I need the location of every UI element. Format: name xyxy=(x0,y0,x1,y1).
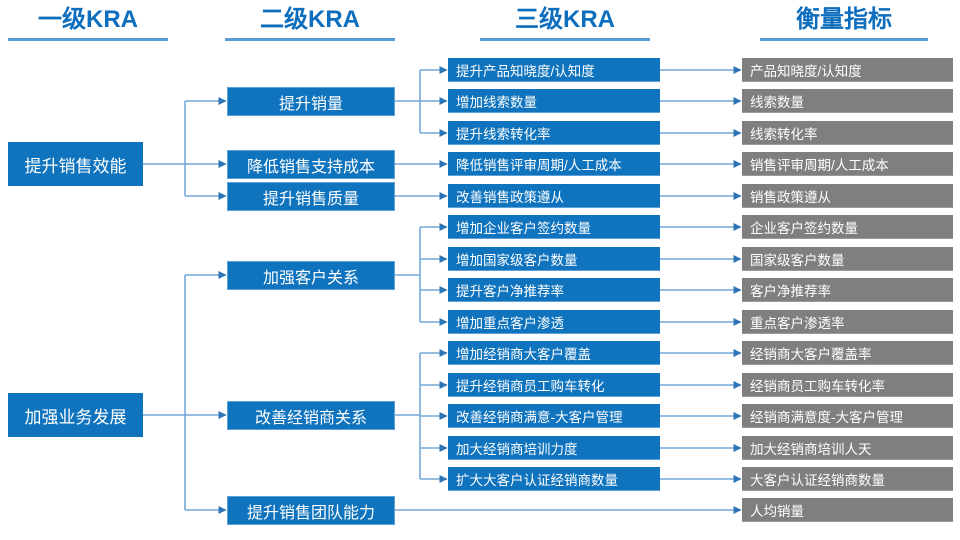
level3-kra-box: 提升经销商员工购车转化 xyxy=(448,373,660,397)
level3-kra-box: 降低销售评审周期/人工成本 xyxy=(448,152,660,176)
level1-kra-box: 提升销售效能 xyxy=(8,142,143,186)
column-header-level2-kra: 二级KRA xyxy=(225,4,395,41)
level3-kra-box: 扩大大客户认证经销商数量 xyxy=(448,467,660,491)
metric-box: 企业客户签约数量 xyxy=(742,215,953,239)
metric-box: 销售评审周期/人工成本 xyxy=(742,152,953,176)
metric-box: 国家级客户数量 xyxy=(742,247,953,271)
metric-box: 重点客户渗透率 xyxy=(742,310,953,334)
level3-kra-box: 改善经销商满意-大客户管理 xyxy=(448,404,660,428)
column-header-level1-kra: 一级KRA xyxy=(8,4,168,41)
level3-kra-box: 提升产品知晓度/认知度 xyxy=(448,58,660,82)
column-header-metrics: 衡量指标 xyxy=(760,4,928,41)
level2-kra-box: 提升销售质量 xyxy=(227,182,395,211)
level3-kra-box: 提升客户净推荐率 xyxy=(448,278,660,302)
metric-box: 加大经销商培训人天 xyxy=(742,436,953,460)
level3-kra-box: 增加企业客户签约数量 xyxy=(448,215,660,239)
level1-kra-box: 加强业务发展 xyxy=(8,393,143,437)
level2-kra-box: 提升销售团队能力 xyxy=(227,496,395,525)
metric-box: 大客户认证经销商数量 xyxy=(742,467,953,491)
column-header-level3-kra: 三级KRA xyxy=(480,4,650,41)
level3-kra-box: 改善销售政策遵从 xyxy=(448,184,660,208)
level3-kra-box: 增加经销商大客户覆盖 xyxy=(448,341,660,365)
level3-kra-box: 增加重点客户渗透 xyxy=(448,310,660,334)
metric-box: 经销商满意度-大客户管理 xyxy=(742,404,953,428)
metric-box: 产品知晓度/认知度 xyxy=(742,58,953,82)
metric-box: 销售政策遵从 xyxy=(742,184,953,208)
level3-kra-box: 提升线索转化率 xyxy=(448,121,660,145)
metric-box: 线索转化率 xyxy=(742,121,953,145)
metric-box: 经销商大客户覆盖率 xyxy=(742,341,953,365)
level3-kra-box: 增加国家级客户数量 xyxy=(448,247,660,271)
level2-kra-box: 提升销量 xyxy=(227,87,395,116)
level2-kra-box: 降低销售支持成本 xyxy=(227,150,395,179)
level2-kra-box: 改善经销商关系 xyxy=(227,401,395,430)
metric-box: 客户净推荐率 xyxy=(742,278,953,302)
level2-kra-box: 加强客户关系 xyxy=(227,261,395,290)
level3-kra-box: 加大经销商培训力度 xyxy=(448,436,660,460)
metric-box: 人均销量 xyxy=(742,498,953,522)
metric-box: 经销商员工购车转化率 xyxy=(742,373,953,397)
metric-box: 线索数量 xyxy=(742,89,953,113)
level3-kra-box: 增加线索数量 xyxy=(448,89,660,113)
